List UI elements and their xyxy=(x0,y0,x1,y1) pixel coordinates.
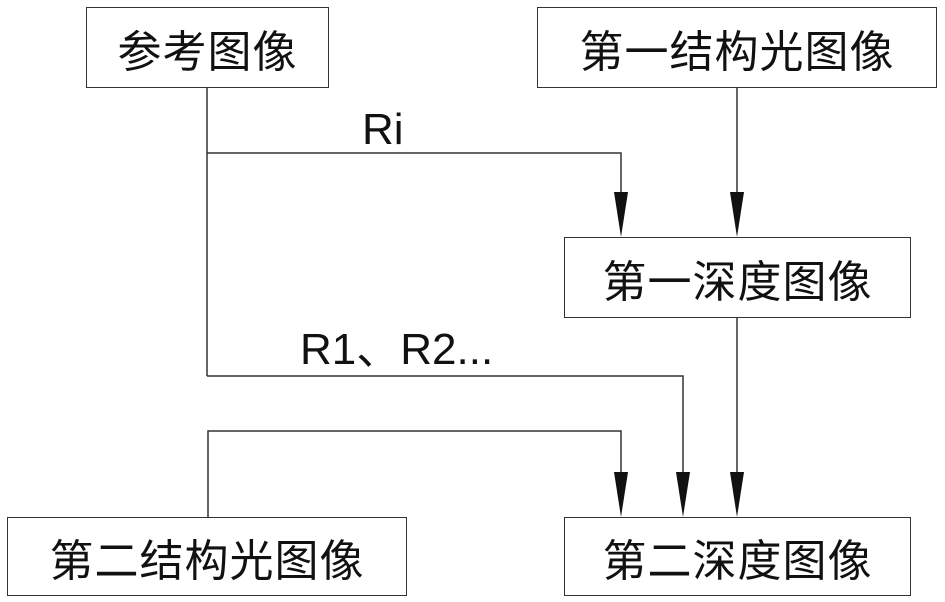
arrowhead-first-depth xyxy=(730,472,744,517)
r-sequence-edge-label: R1、R2... xyxy=(300,325,494,374)
ri-connector xyxy=(207,152,622,198)
second-structured-light-connector xyxy=(207,430,622,517)
ri-edge-label: Ri xyxy=(362,105,404,154)
arrowhead-r-sequence xyxy=(676,472,690,517)
arrowhead-ri xyxy=(614,192,628,237)
second-structured-light-image-label: 第二结构光图像 xyxy=(49,535,365,587)
arrowhead-first-structured-light xyxy=(730,192,744,237)
reference-image-label: 参考图像 xyxy=(117,26,298,78)
first-depth-image-box: 第一深度图像 xyxy=(564,237,911,318)
second-depth-image-label: 第二深度图像 xyxy=(602,535,873,587)
first-structured-light-image-label: 第一结构光图像 xyxy=(579,26,895,78)
r-sequence-connector xyxy=(207,375,684,478)
arrowhead-second-structured-light xyxy=(614,472,628,517)
second-depth-image-box: 第二深度图像 xyxy=(564,517,911,596)
first-structured-light-image-box: 第一结构光图像 xyxy=(537,7,937,88)
first-depth-image-label: 第一深度图像 xyxy=(602,256,873,308)
reference-image-box: 参考图像 xyxy=(86,7,329,88)
second-structured-light-image-box: 第二结构光图像 xyxy=(7,517,407,596)
